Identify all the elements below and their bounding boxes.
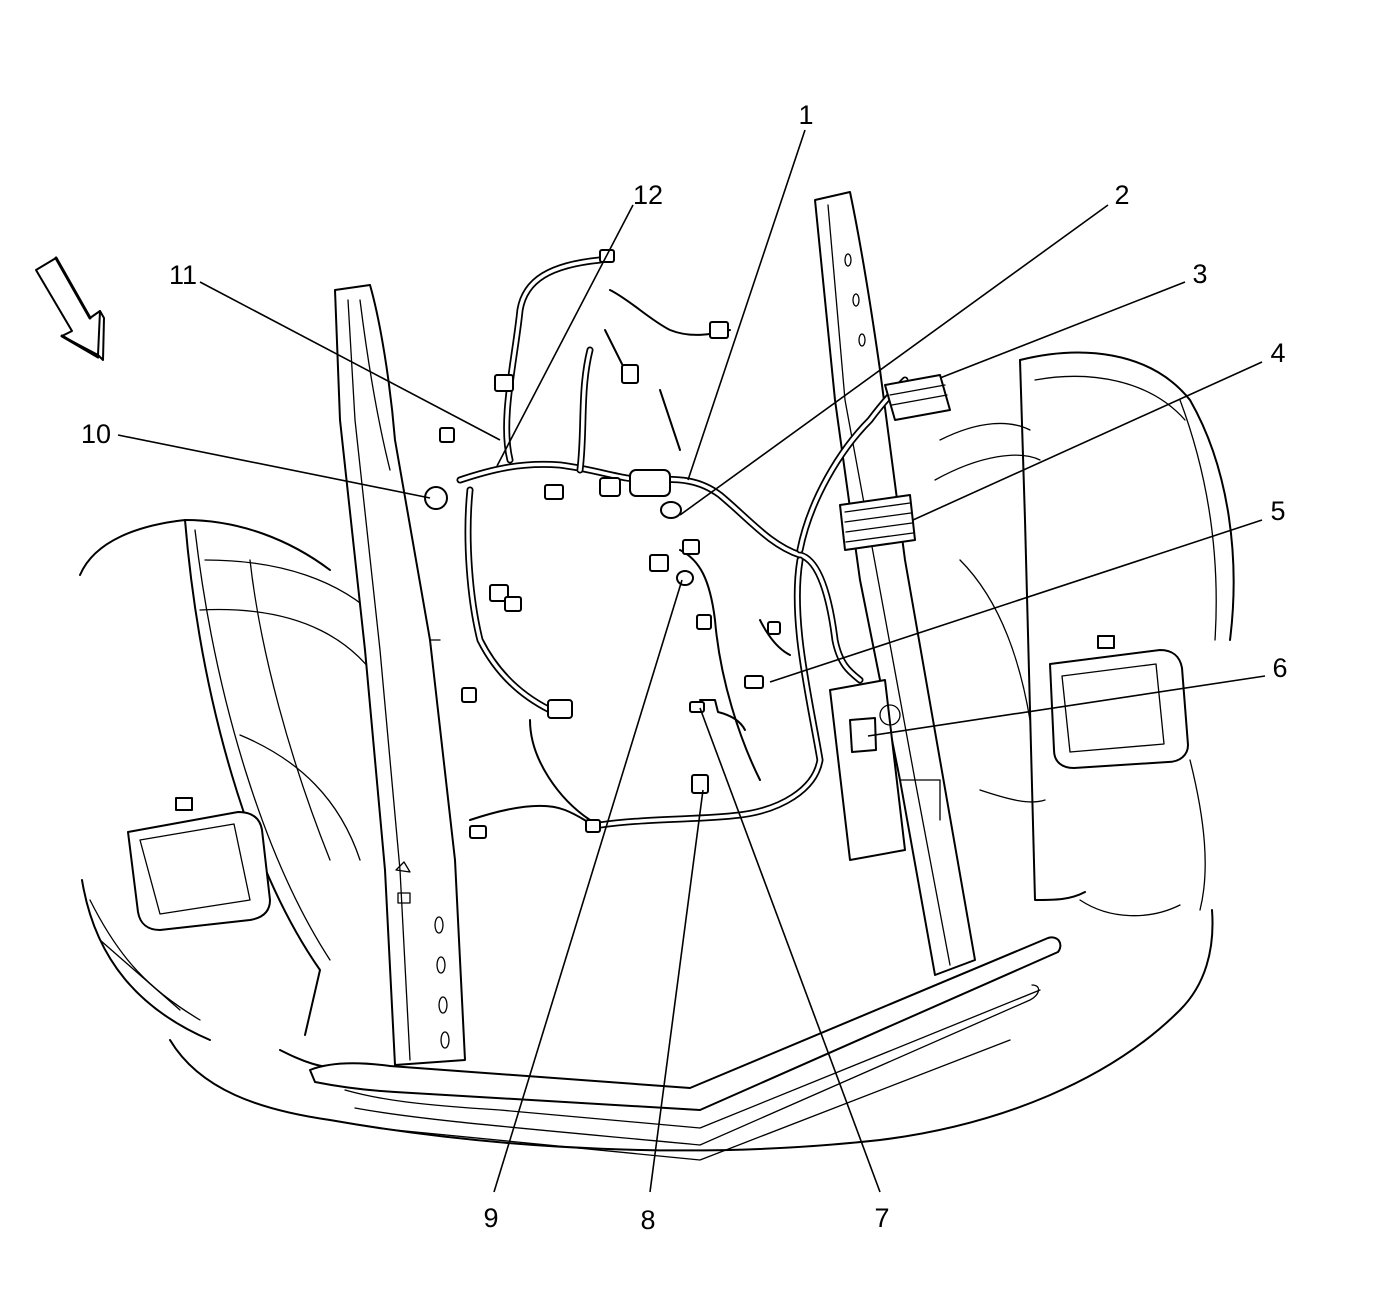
callout-1: 1: [798, 100, 813, 130]
callout-11: 11: [169, 260, 197, 290]
front-bumper-fascia: [169, 759, 1214, 1161]
right-frame-rail: [814, 191, 976, 976]
front-direction-arrow-icon: [35, 256, 105, 361]
right-fender: [934, 351, 1235, 901]
callout-12: 12: [633, 180, 663, 210]
callout-6: 6: [1272, 653, 1287, 683]
left-frame-rail: [334, 284, 466, 1066]
callout-2: 2: [1114, 180, 1129, 210]
callout-3: 3: [1192, 259, 1207, 289]
left-fender: [79, 519, 391, 1041]
callout-5: 5: [1270, 496, 1285, 526]
callout-labels: 1 2 3 4 5 6 7 8 9 10 11 12: [81, 100, 1288, 1235]
callout-leaders: [117, 129, 1266, 1193]
callout-10: 10: [81, 419, 111, 449]
callout-9: 9: [483, 1203, 498, 1233]
engine-wiring-harness: [424, 249, 951, 839]
callout-7: 7: [874, 1203, 889, 1233]
callout-8: 8: [640, 1205, 655, 1235]
callout-4: 4: [1270, 338, 1285, 368]
